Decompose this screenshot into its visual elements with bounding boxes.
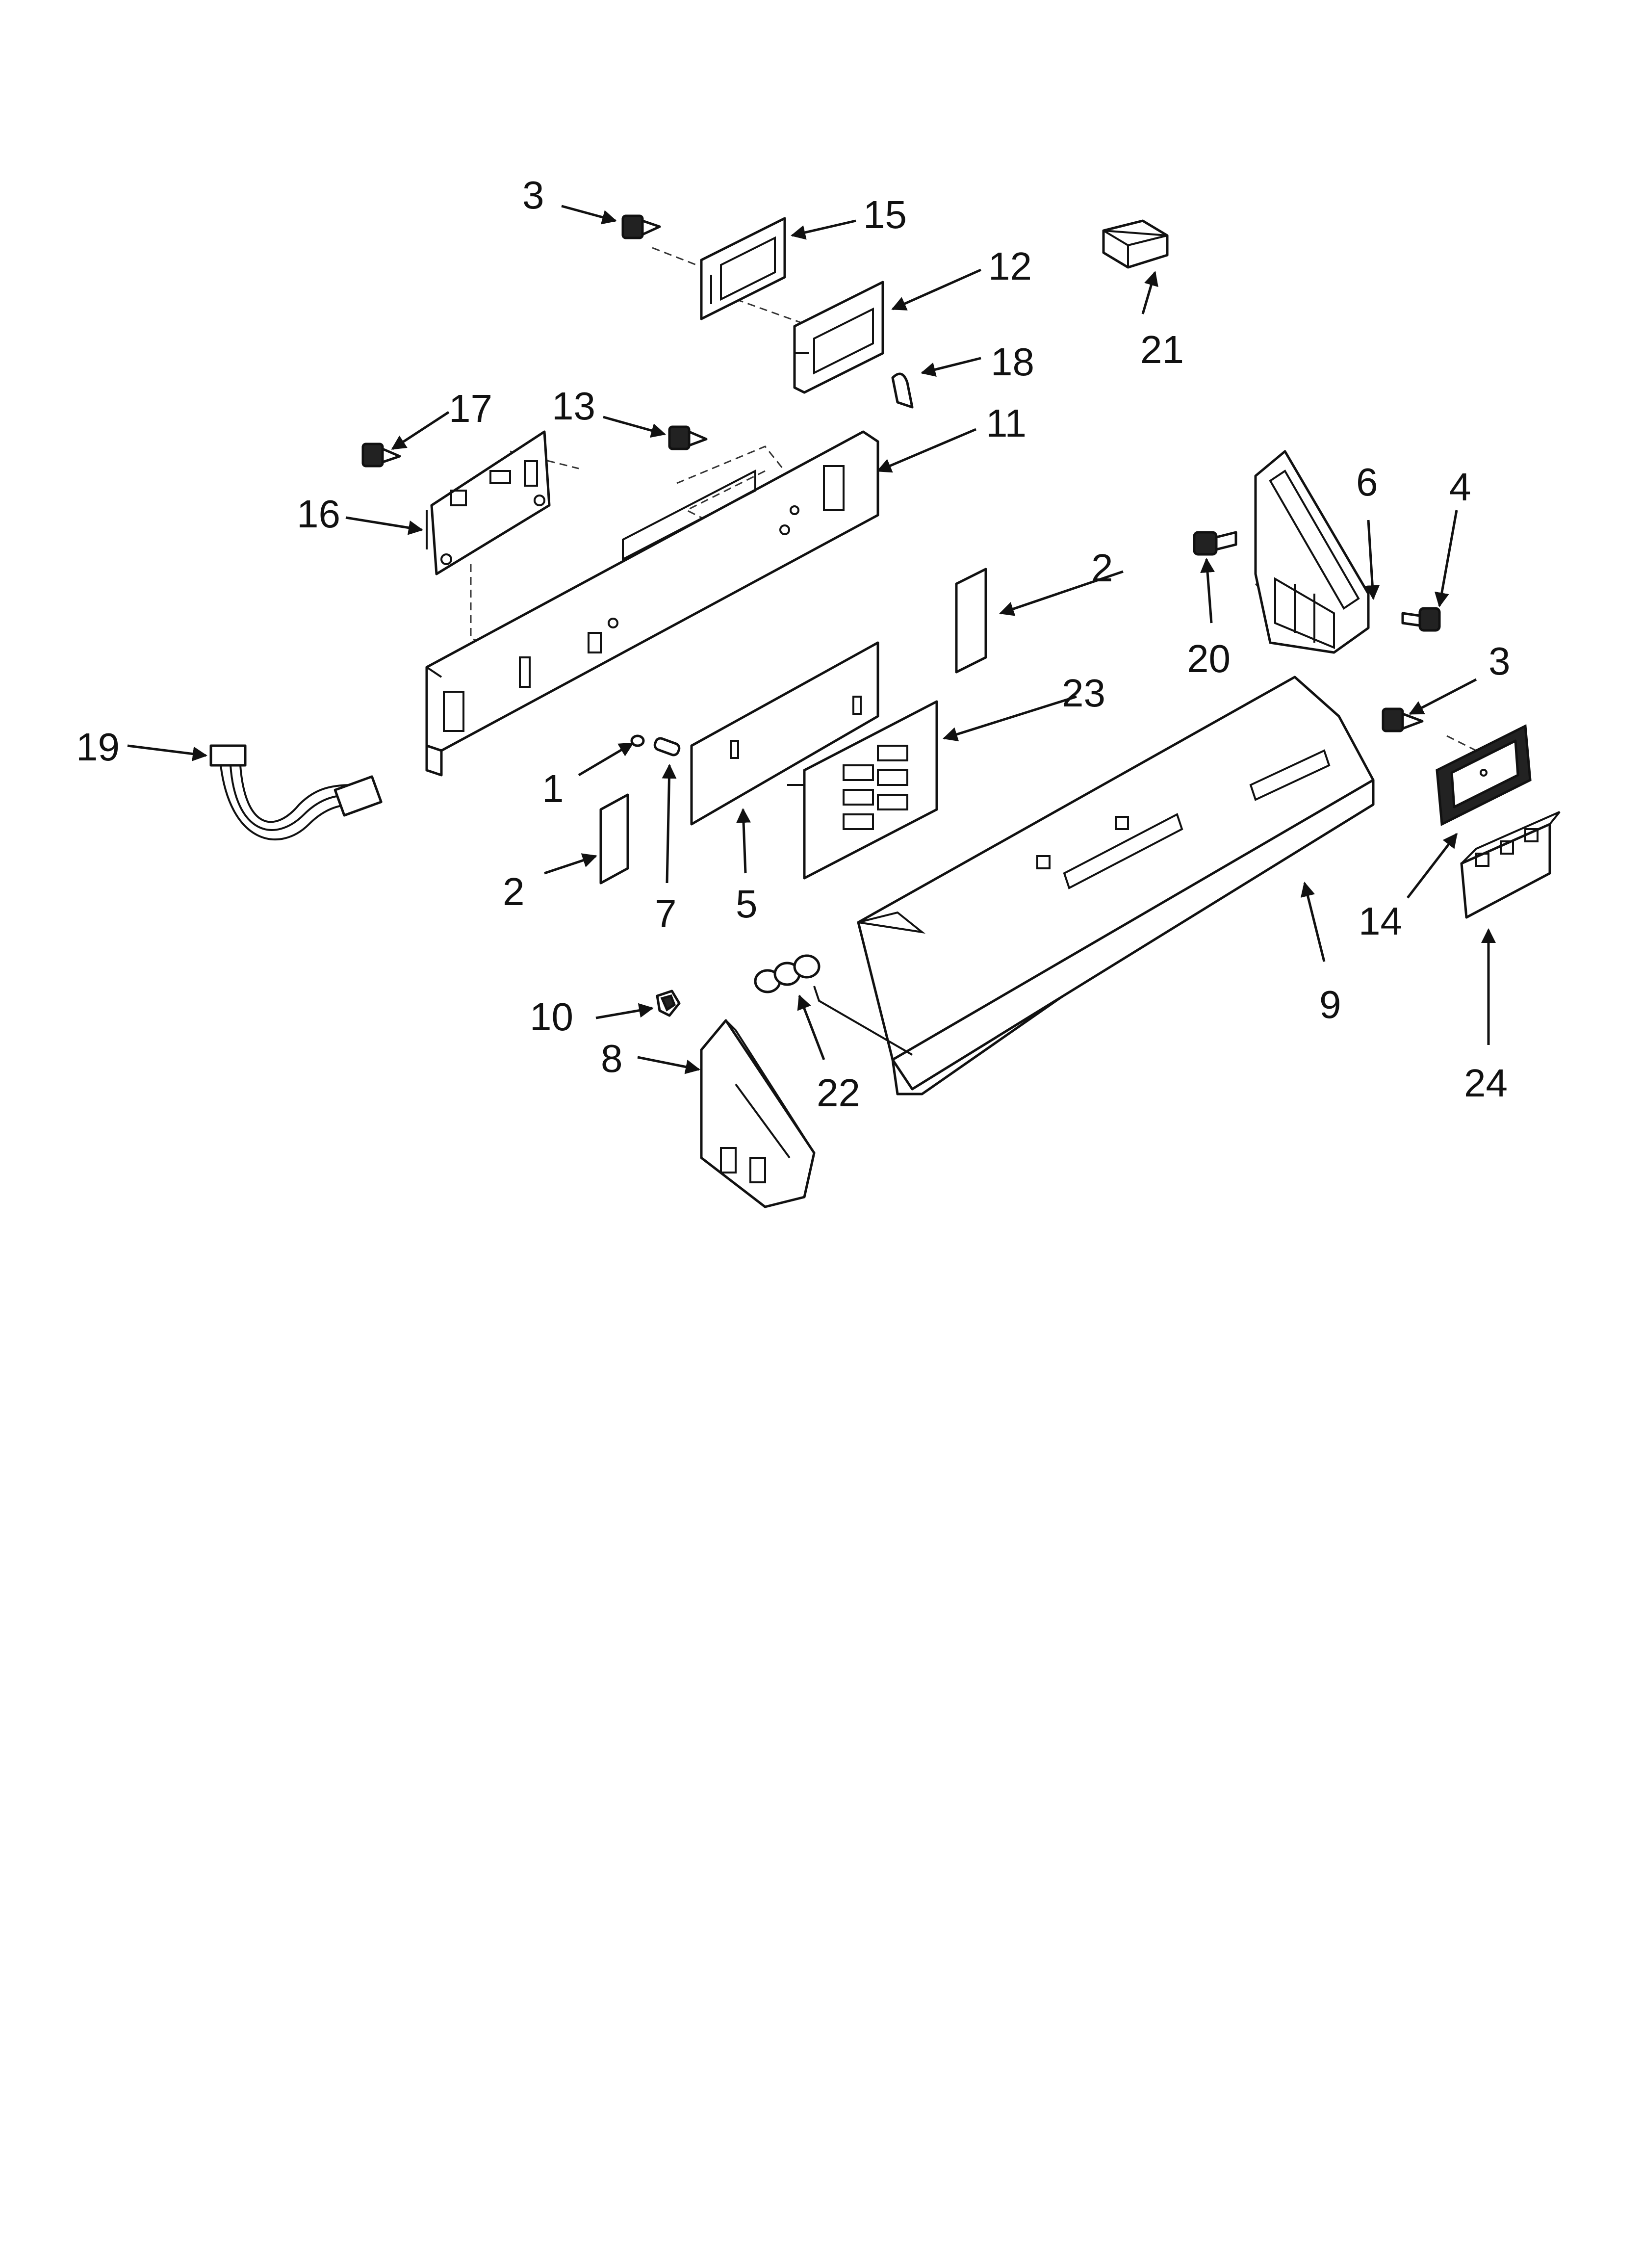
- callout-11: 11: [986, 401, 1026, 445]
- part-15-bracket: [700, 217, 786, 320]
- callout-23: 23: [1062, 671, 1105, 715]
- part-2-label-lower: [599, 793, 629, 885]
- part-24-cover: [1460, 811, 1561, 919]
- callout-6: 6: [1356, 460, 1378, 504]
- callout-2-lower: 2: [503, 870, 525, 913]
- part-13-screw: [668, 425, 708, 450]
- part-14-frame: [1436, 724, 1532, 826]
- part-8-end-cap: [700, 1019, 816, 1208]
- part-9-console-panel: [857, 676, 1375, 1095]
- callout-3-right: 3: [1488, 639, 1511, 683]
- part-7-pushrod: [653, 737, 681, 756]
- callout-20: 20: [1187, 637, 1231, 680]
- part-3-screw-top: [621, 214, 661, 239]
- part-11-console-bracket: [425, 430, 879, 777]
- callout-17: 17: [449, 387, 492, 430]
- callout-21: 21: [1140, 328, 1184, 371]
- part-19-wire-harness: [209, 744, 383, 841]
- part-22-buttons: [754, 954, 913, 1056]
- part-1-spring: [630, 734, 645, 747]
- callout-24: 24: [1464, 1061, 1508, 1105]
- callout-10: 10: [530, 995, 573, 1039]
- assembly-lines: [470, 247, 1477, 752]
- callout-13: 13: [552, 384, 595, 428]
- callout-5: 5: [736, 882, 758, 926]
- part-21-block: [1102, 219, 1169, 269]
- callout-15: 15: [863, 193, 907, 236]
- callout-8: 8: [601, 1037, 623, 1080]
- callout-3-top: 3: [522, 173, 544, 217]
- part-17-screw: [361, 443, 401, 468]
- part-16-control-board: [426, 430, 551, 575]
- callout-22: 22: [817, 1071, 860, 1115]
- callout-14: 14: [1359, 899, 1402, 943]
- callout-2-upper: 2: [1091, 546, 1113, 590]
- callout-12: 12: [988, 244, 1032, 288]
- part-23-keypad: [787, 700, 938, 880]
- part-10-clip: [656, 990, 681, 1017]
- leader-lines: [127, 205, 1496, 1074]
- callout-1: 1: [542, 767, 564, 810]
- callout-9: 9: [1319, 983, 1341, 1026]
- part-4-screw: [1401, 607, 1441, 632]
- part-5-overlay-panel: [690, 641, 879, 826]
- part-2-label-upper: [955, 568, 987, 674]
- part-6-end-cap: [1254, 450, 1370, 654]
- callout-labels: 1 2 2 3 3 4 5 6 7 8 9 10 11 12 13 14 15 …: [76, 173, 1511, 1115]
- part-3-screw-right: [1382, 707, 1424, 732]
- callout-16: 16: [297, 492, 340, 536]
- part-12-board-housing: [793, 281, 884, 394]
- part-18-clip: [891, 372, 914, 409]
- callout-18: 18: [991, 340, 1034, 384]
- callout-19: 19: [76, 725, 120, 769]
- part-20-screw: [1193, 531, 1237, 556]
- callout-7: 7: [655, 892, 677, 936]
- callout-4: 4: [1449, 465, 1471, 509]
